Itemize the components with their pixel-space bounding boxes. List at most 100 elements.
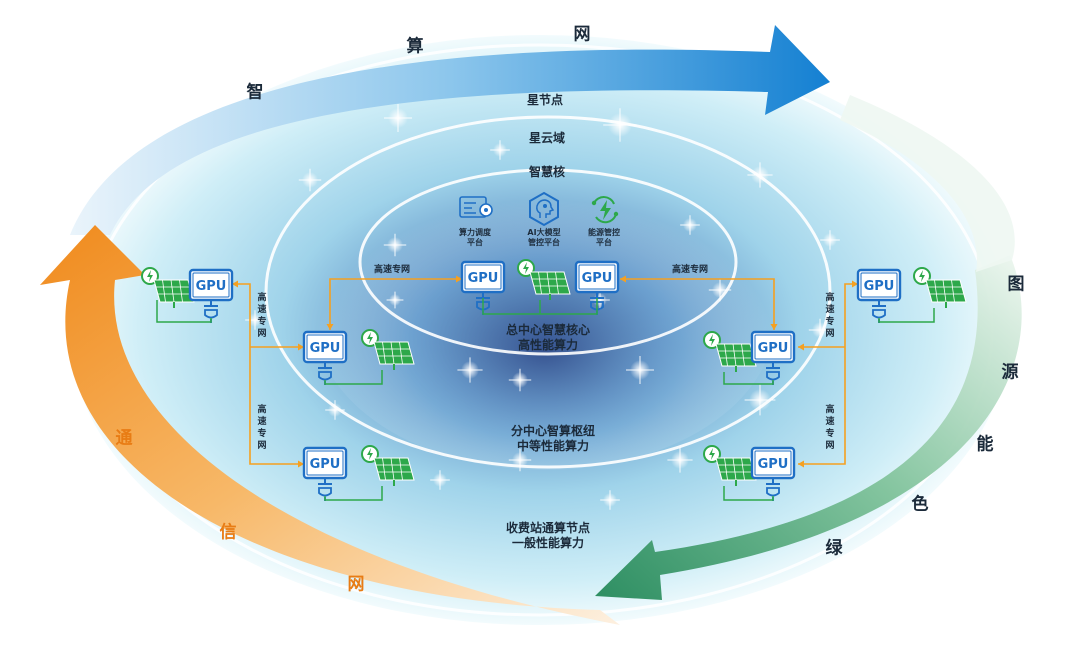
link-lines: [232, 275, 858, 468]
platform-energy-label: 能源管控 平台: [588, 228, 620, 248]
sparkle: [820, 230, 840, 250]
sparkle: [680, 215, 700, 235]
link-line: [798, 283, 858, 465]
platform-ai-line2: 管控平台: [527, 238, 560, 247]
vlink-right-upper: 高 速 专 网: [824, 292, 836, 340]
power-wire: [723, 372, 774, 385]
sparkle: [600, 490, 620, 510]
vlink-right-upper-c3: 专: [825, 317, 835, 327]
arc-char-wang-left: 网: [347, 574, 365, 595]
vlink-right-upper-c1: 高: [825, 293, 835, 303]
link-arrowhead: [852, 280, 858, 288]
core-center-line2: 高性能算力: [517, 338, 579, 352]
gpu-label: GPU: [758, 341, 789, 356]
arc-char-zhi: 智: [246, 82, 264, 103]
vlink-right-upper-c2: 速: [825, 305, 835, 315]
gpu-left-mid: GPU: [302, 330, 348, 385]
platform-energy-line2: 平台: [596, 238, 612, 247]
ai-head-icon: [529, 191, 559, 227]
vlink-left-upper: 高 速 专 网: [256, 292, 268, 340]
platform-ai-label: AI大模型 管控平台: [527, 228, 560, 248]
gpu-label: GPU: [310, 341, 341, 356]
solar-left-bottom: [361, 445, 415, 486]
vlink-right-lower: 高 速 专 网: [824, 404, 836, 452]
vlink-left-upper-c1: 高: [257, 293, 267, 303]
arrow-orange: [40, 225, 620, 625]
link-arrowhead: [798, 460, 804, 468]
gpu-left-top: GPU: [188, 268, 234, 323]
sparkle: [808, 318, 832, 342]
sparkle: [298, 168, 322, 192]
arc-char-neng: 能: [976, 434, 994, 455]
sparkle: [386, 291, 404, 309]
power-wire: [723, 486, 774, 501]
gpu-label: GPU: [468, 271, 499, 286]
sparkle: [626, 356, 654, 384]
gpu-label: GPU: [196, 279, 227, 294]
vlink-right-lower-c4: 网: [825, 441, 835, 451]
core-center-label: 总中心智慧核心 高性能算力: [506, 323, 590, 353]
energy-cycle-icon: [591, 196, 619, 224]
vlink-left-lower-c4: 网: [257, 441, 267, 451]
arc-char-lv: 绿: [825, 538, 843, 559]
vlink-right-lower-c1: 高: [825, 405, 835, 415]
sparkle: [667, 447, 693, 473]
solar-right-top: [913, 267, 967, 308]
arrow-blue: [70, 25, 830, 235]
gpu-right-mid: GPU: [750, 330, 796, 385]
link-arrowhead: [298, 343, 304, 351]
toll-center-label: 收费站通算节点 一般性能算力: [506, 521, 590, 551]
link-line: [329, 278, 462, 330]
vlink-left-upper-c4: 网: [257, 329, 267, 339]
link-arrowhead: [770, 324, 778, 330]
ring-title-middle: 星云域: [528, 131, 566, 145]
vlink-left-lower-c2: 速: [257, 417, 267, 427]
gpu-label: GPU: [582, 271, 613, 286]
arc-char-wang-top: 网: [573, 24, 591, 45]
sparkle: [325, 400, 345, 420]
platform-ai-line1: AI大模型: [527, 228, 561, 237]
sparkle: [384, 104, 412, 132]
link-label-left: 高速专网: [374, 265, 411, 275]
vlink-left-upper-c3: 专: [257, 317, 267, 327]
arc-char-suan: 算: [406, 36, 424, 57]
vlink-left-upper-c2: 速: [257, 305, 267, 315]
gpu-right-top: GPU: [856, 268, 902, 323]
toll-center-line2: 一般性能算力: [511, 536, 585, 550]
arc-char-tong: 通: [115, 428, 133, 449]
arc-char-tu: 图: [1007, 274, 1025, 295]
solar-right-mid: [703, 331, 757, 372]
link-label-right: 高速专网: [672, 265, 709, 275]
vlink-left-lower-c3: 专: [257, 429, 267, 439]
galaxy-core-glow: [315, 170, 775, 470]
solar-core: [517, 259, 571, 300]
dispatch-icon: [459, 196, 493, 218]
sparkle: [603, 108, 637, 142]
arc-char-se: 色: [911, 494, 929, 515]
sparkle: [508, 448, 532, 472]
link-arrowhead: [456, 275, 462, 283]
power-wire: [324, 486, 383, 501]
sparkle: [708, 278, 732, 302]
link-line: [232, 283, 304, 465]
link-arrowhead: [232, 280, 238, 288]
arrow-green: [595, 255, 1022, 600]
sparkle: [457, 357, 483, 383]
arc-char-yuan: 源: [1001, 362, 1019, 383]
middle-ring: [264, 115, 832, 469]
link-arrowhead: [620, 275, 626, 283]
sparkles: [245, 104, 840, 510]
power-wire: [156, 300, 212, 323]
arc-char-xin: 信: [219, 522, 237, 543]
vlink-right-lower-c3: 专: [825, 429, 835, 439]
toll-center-line1: 收费站通算节点: [505, 521, 591, 535]
sparkle: [430, 470, 450, 490]
sub-center-line2: 中等性能算力: [516, 439, 590, 453]
gpu-label: GPU: [310, 457, 341, 472]
platform-dispatch-line1: 算力调度: [459, 228, 491, 237]
sparkle: [383, 233, 407, 257]
link-arrowhead: [326, 324, 334, 330]
